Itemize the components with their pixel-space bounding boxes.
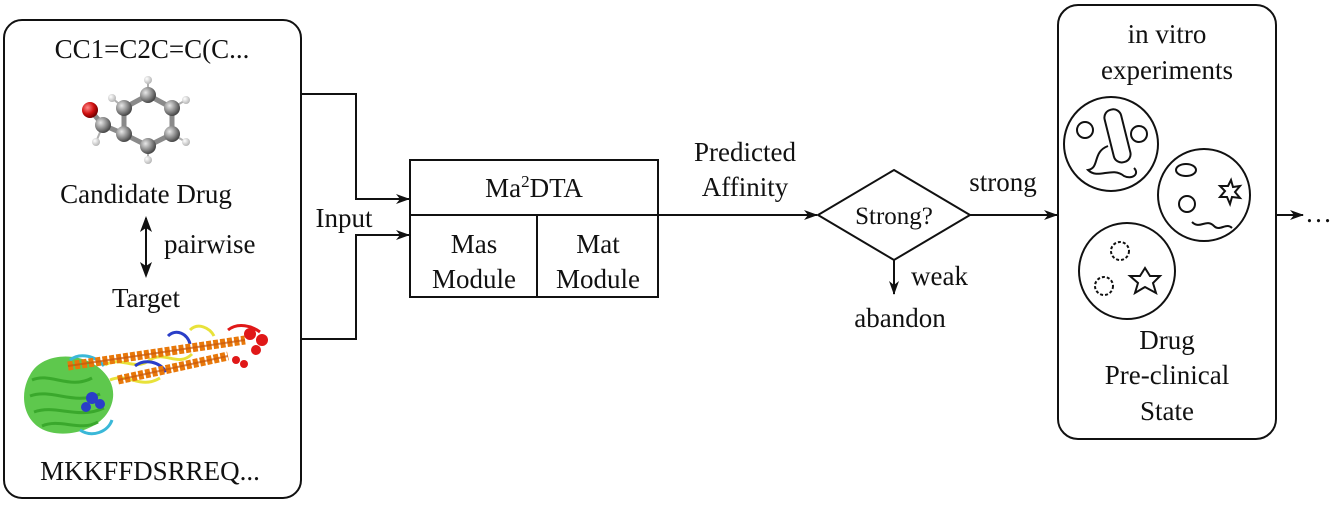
petri-dish-icon xyxy=(1063,96,1159,192)
drug-input-connector xyxy=(301,93,410,204)
decision-label: Strong? xyxy=(855,203,933,230)
abandon-label: abandon xyxy=(854,303,946,333)
protein-3d-structure xyxy=(24,324,268,436)
state-line3: State xyxy=(1140,396,1194,426)
model-title: Ma2DTA xyxy=(485,172,583,203)
state-line1: Drug xyxy=(1139,325,1195,355)
molecule-3d-model xyxy=(82,76,190,164)
protein-sequence: MKKFFDSRREQ... xyxy=(40,456,260,486)
predicted-label-line2: Affinity xyxy=(702,172,789,202)
mas-module-line1: Mas xyxy=(451,229,498,259)
target-input-connector xyxy=(301,230,410,340)
pairwise-arrowhead-down xyxy=(140,262,152,278)
input-label: Input xyxy=(316,203,373,233)
experiments-title-line2: experiments xyxy=(1101,55,1233,85)
petri-dish-icon xyxy=(1078,222,1176,320)
mat-module-line2: Module xyxy=(556,264,640,294)
mat-module-line1: Mat xyxy=(576,229,620,259)
mas-module-line2: Module xyxy=(432,264,516,294)
weak-label: weak xyxy=(911,261,968,291)
ma2dta-model-block xyxy=(409,159,659,298)
smiles-string: CC1=C2C=C(C... xyxy=(55,34,250,64)
target-label: Target xyxy=(112,283,181,313)
state-line2: Pre-clinical xyxy=(1105,360,1229,390)
continuation-ellipsis: … xyxy=(1305,198,1332,228)
candidate-drug-label: Candidate Drug xyxy=(60,179,232,209)
pairwise-label: pairwise xyxy=(164,229,255,259)
predicted-label-line1: Predicted xyxy=(694,137,796,167)
experiments-title-line1: in vitro xyxy=(1128,19,1207,49)
pairwise-arrowhead-up xyxy=(140,216,152,232)
strong-label: strong xyxy=(969,167,1037,197)
petri-dish-icon xyxy=(1157,148,1251,242)
